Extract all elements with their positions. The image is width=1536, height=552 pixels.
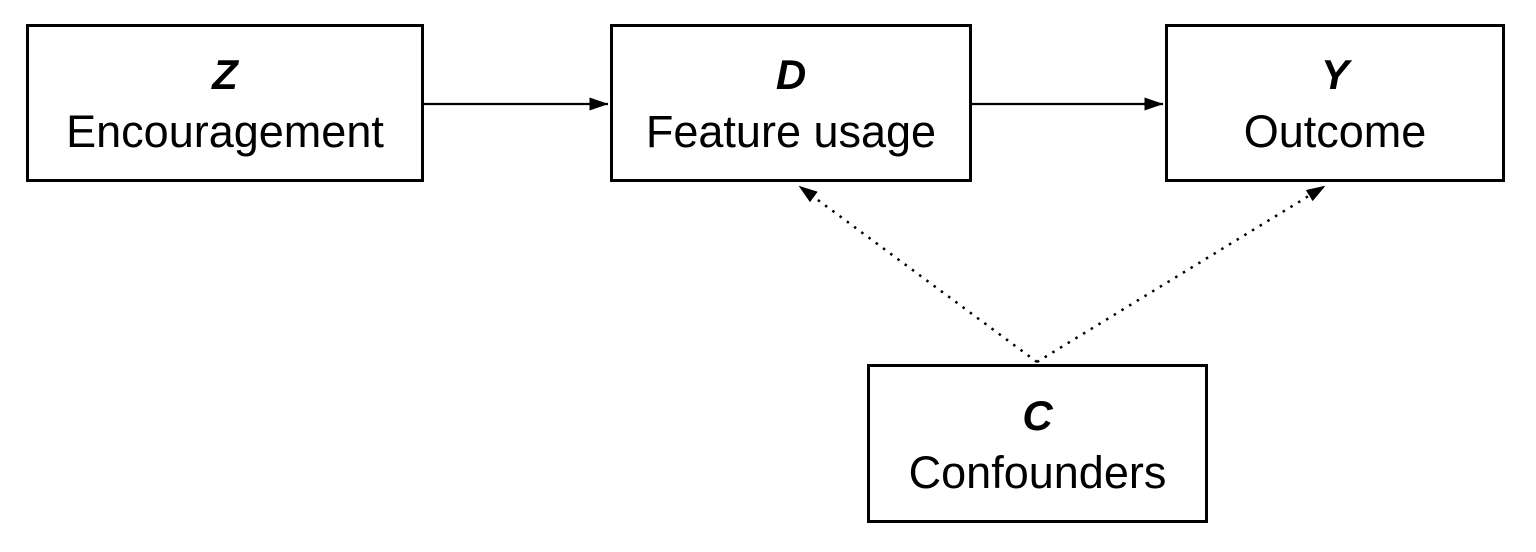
node-confounders: C Confounders (867, 364, 1208, 523)
node-feature-usage-symbol: D (775, 51, 807, 98)
node-feature-usage-label: Feature usage (645, 106, 937, 157)
node-confounders-symbol: C (1022, 391, 1053, 439)
node-encouragement: Z Encouragement (26, 24, 424, 182)
node-confounders-label: Confounders (908, 446, 1167, 498)
node-encouragement-label: Encouragement (66, 106, 384, 157)
node-feature-usage: D Feature usage (610, 24, 972, 182)
node-encouragement-symbol: Z (212, 51, 238, 98)
edge-c-to-d-dotted-arrow (798, 184, 1038, 364)
node-outcome-label: Outcome (1243, 106, 1427, 157)
node-outcome-symbol: Y (1320, 51, 1349, 98)
edge-c-to-y-dotted-arrow (1036, 184, 1326, 364)
node-outcome: Y Outcome (1165, 24, 1505, 182)
